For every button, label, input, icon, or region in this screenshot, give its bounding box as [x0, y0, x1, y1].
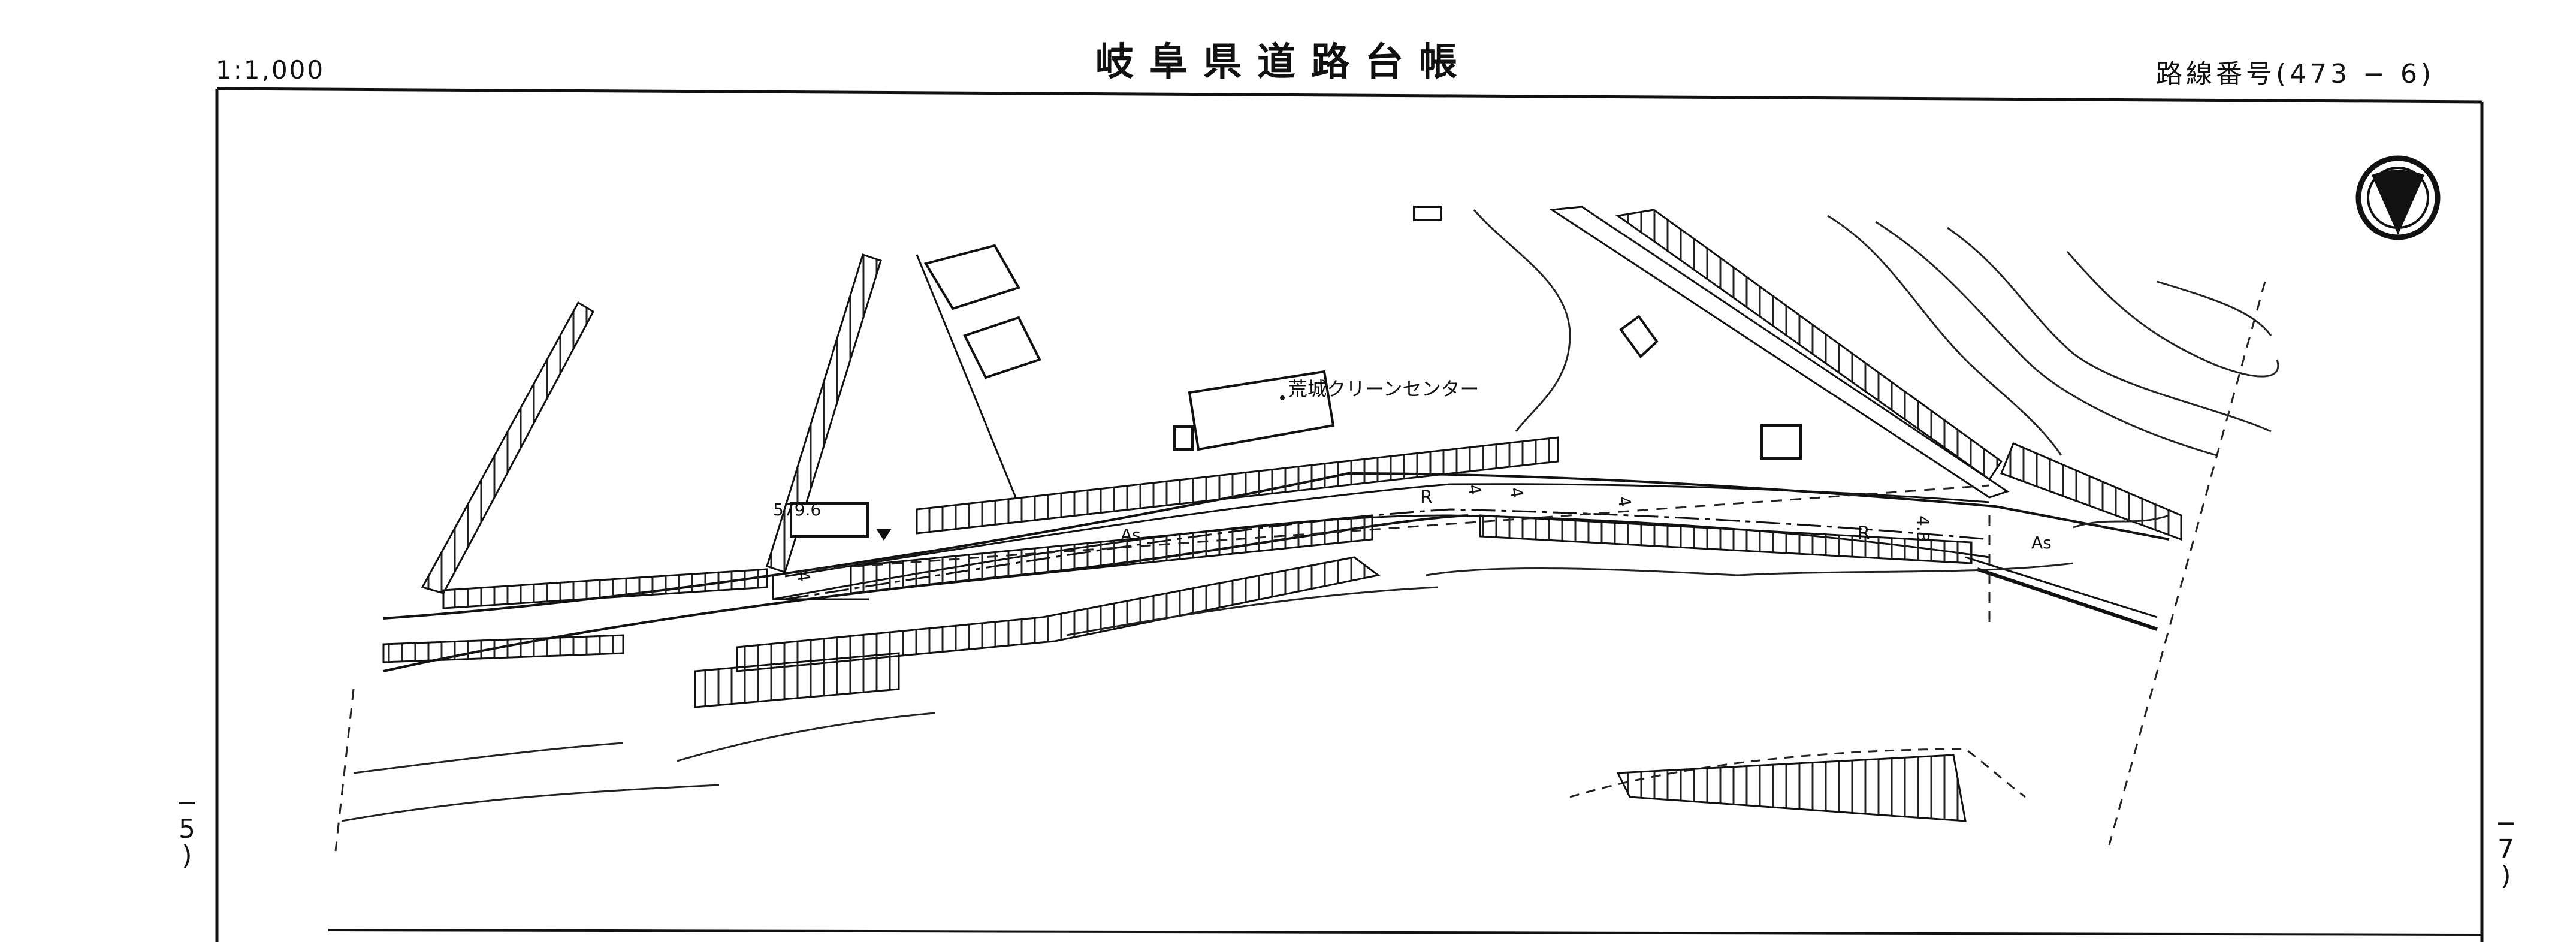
next-dash: −	[2495, 808, 2517, 838]
prev-number: 5	[179, 814, 195, 844]
map-frame	[215, 87, 2484, 942]
surface-label-2: As	[2031, 533, 2052, 552]
left-slopes	[421, 253, 1017, 594]
width-label-4: 4	[1614, 494, 1635, 508]
facility-label: 荒城クリーンセンター	[1288, 378, 1479, 400]
next-sheet-link[interactable]: − 7 )	[2488, 810, 2524, 889]
road-mark-2: R	[1858, 523, 1870, 544]
road-embankments	[382, 436, 1973, 708]
width-label-2: 4	[1464, 482, 1485, 496]
benchmark-icon	[876, 529, 892, 541]
surface-label-1: As	[1121, 525, 1141, 545]
previous-sheet-link[interactable]: − 5 )	[169, 790, 205, 869]
lower-slope	[1616, 754, 1967, 822]
page-title: 岐阜県道路台帳	[1095, 40, 1473, 84]
width-label-1: 4	[793, 569, 814, 583]
width-label-5: 4.3	[1913, 515, 1933, 542]
scale-label: 1:1,000	[216, 55, 325, 84]
facility-marker	[1280, 395, 1285, 400]
width-label-3: 4	[1506, 485, 1527, 499]
next-number: 7	[2498, 834, 2514, 865]
contour-lines	[341, 209, 2279, 822]
elevation-label: 579.6	[773, 500, 821, 520]
north-arrow-icon	[2355, 155, 2441, 240]
route-number: 路線番号(473 − 6)	[2156, 59, 2435, 89]
prev-paren: )	[182, 840, 192, 871]
road-mark-1: R	[1420, 487, 1433, 508]
boundary-lines	[334, 281, 2266, 852]
prev-dash: −	[176, 787, 198, 818]
next-paren: )	[2500, 861, 2511, 891]
access-road	[1549, 206, 2182, 541]
buildings	[790, 206, 1802, 538]
